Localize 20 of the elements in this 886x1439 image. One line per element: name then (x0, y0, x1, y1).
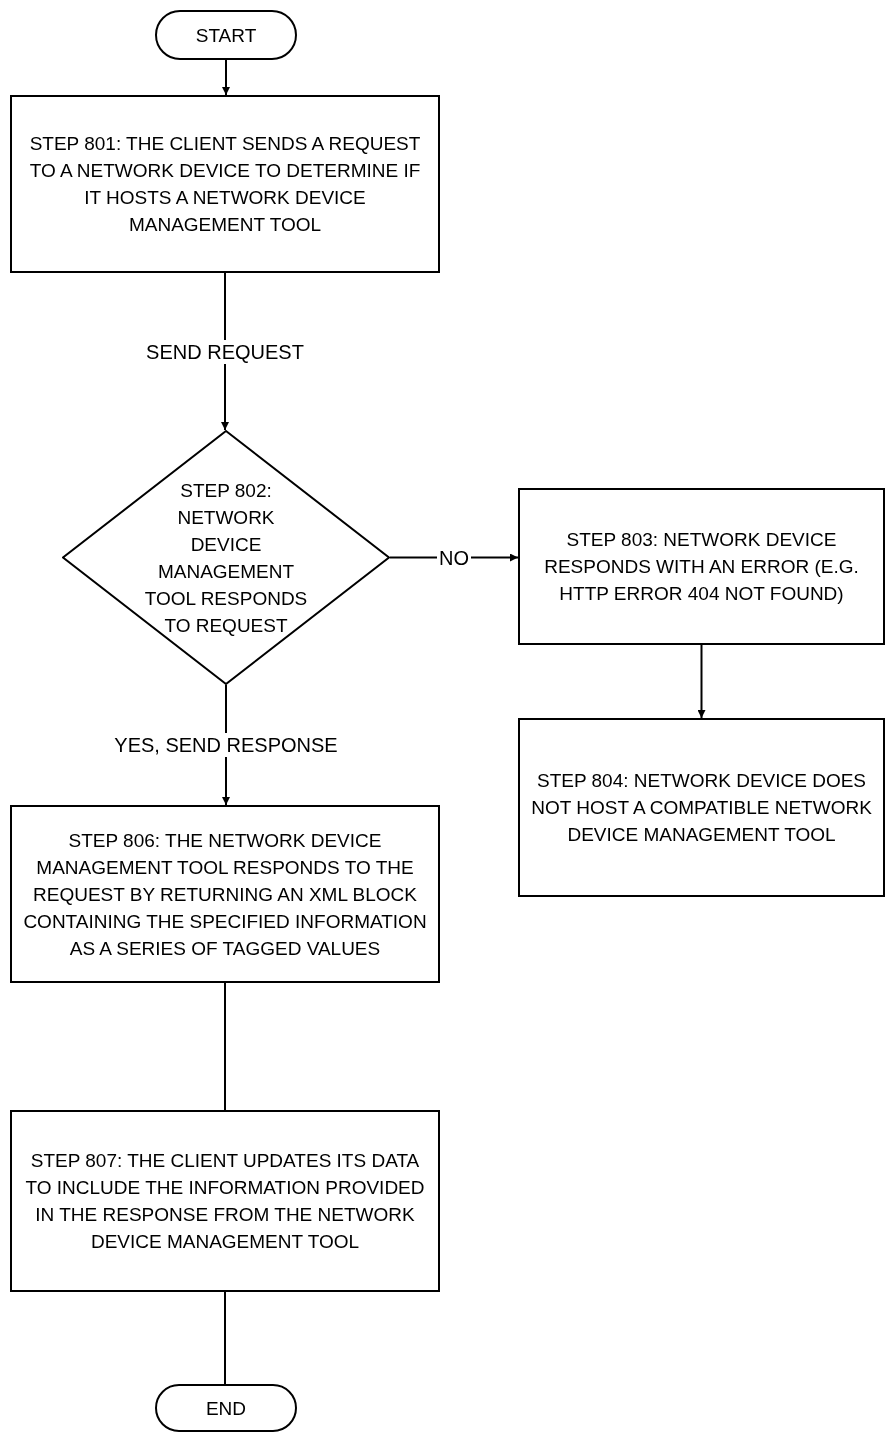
connector-line (224, 1291, 226, 1385)
process-box (518, 718, 885, 897)
connector-line (224, 982, 226, 1111)
step-text: STEP 806: THE NETWORK DEVICE MANAGEMENT TOOL RESPONDS TO THE REQUEST BY RETURNING AN XML BLOCK CONTAINING THE SPECIFIED INFORMATION AS A SERIES OF TAGGED VALUES (22, 828, 428, 961)
step-text: START (195, 23, 257, 48)
step-text: END (205, 1396, 247, 1421)
step-text: STEP 807: THE CLIENT UPDATES ITS DATA TO INCLUDE THE INFORMATION PROVIDED IN THE RESPONSE FROM THE NETWORK DEVICE MANAGEMENT TOOL (24, 1149, 426, 1254)
step-text: STEP 804: NETWORK DEVICE DOES NOT HOST A COMPATIBLE NETWORK DEVICE MANAGEMENT TOOL (530, 769, 873, 847)
step-text: STEP 803: NETWORK DEVICE RESPONDS WITH AN ERROR (E.G. HTTP ERROR 404 NOT FOUND) (543, 528, 860, 606)
process-box (518, 488, 885, 645)
edge-label: YES, SEND RESPONSE (112, 733, 340, 757)
arrow (697, 644, 706, 719)
arrow (222, 59, 230, 96)
process-box (10, 95, 440, 273)
process-box (10, 1110, 440, 1292)
step-text: STEP 802: NETWORK DEVICE MANAGEMENT TOOL RESPONDS TO REQUEST (143, 478, 309, 638)
edge-label: SEND REQUEST (144, 339, 306, 364)
step-text: STEP 801: THE CLIENT SENDS A REQUEST TO A NETWORK DEVICE TO DETERMINE IF IT HOSTS A NETWORK DEVICE MANAGEMENT TOOL (28, 132, 422, 237)
process-box (10, 805, 440, 983)
decision-diamond (62, 430, 390, 685)
